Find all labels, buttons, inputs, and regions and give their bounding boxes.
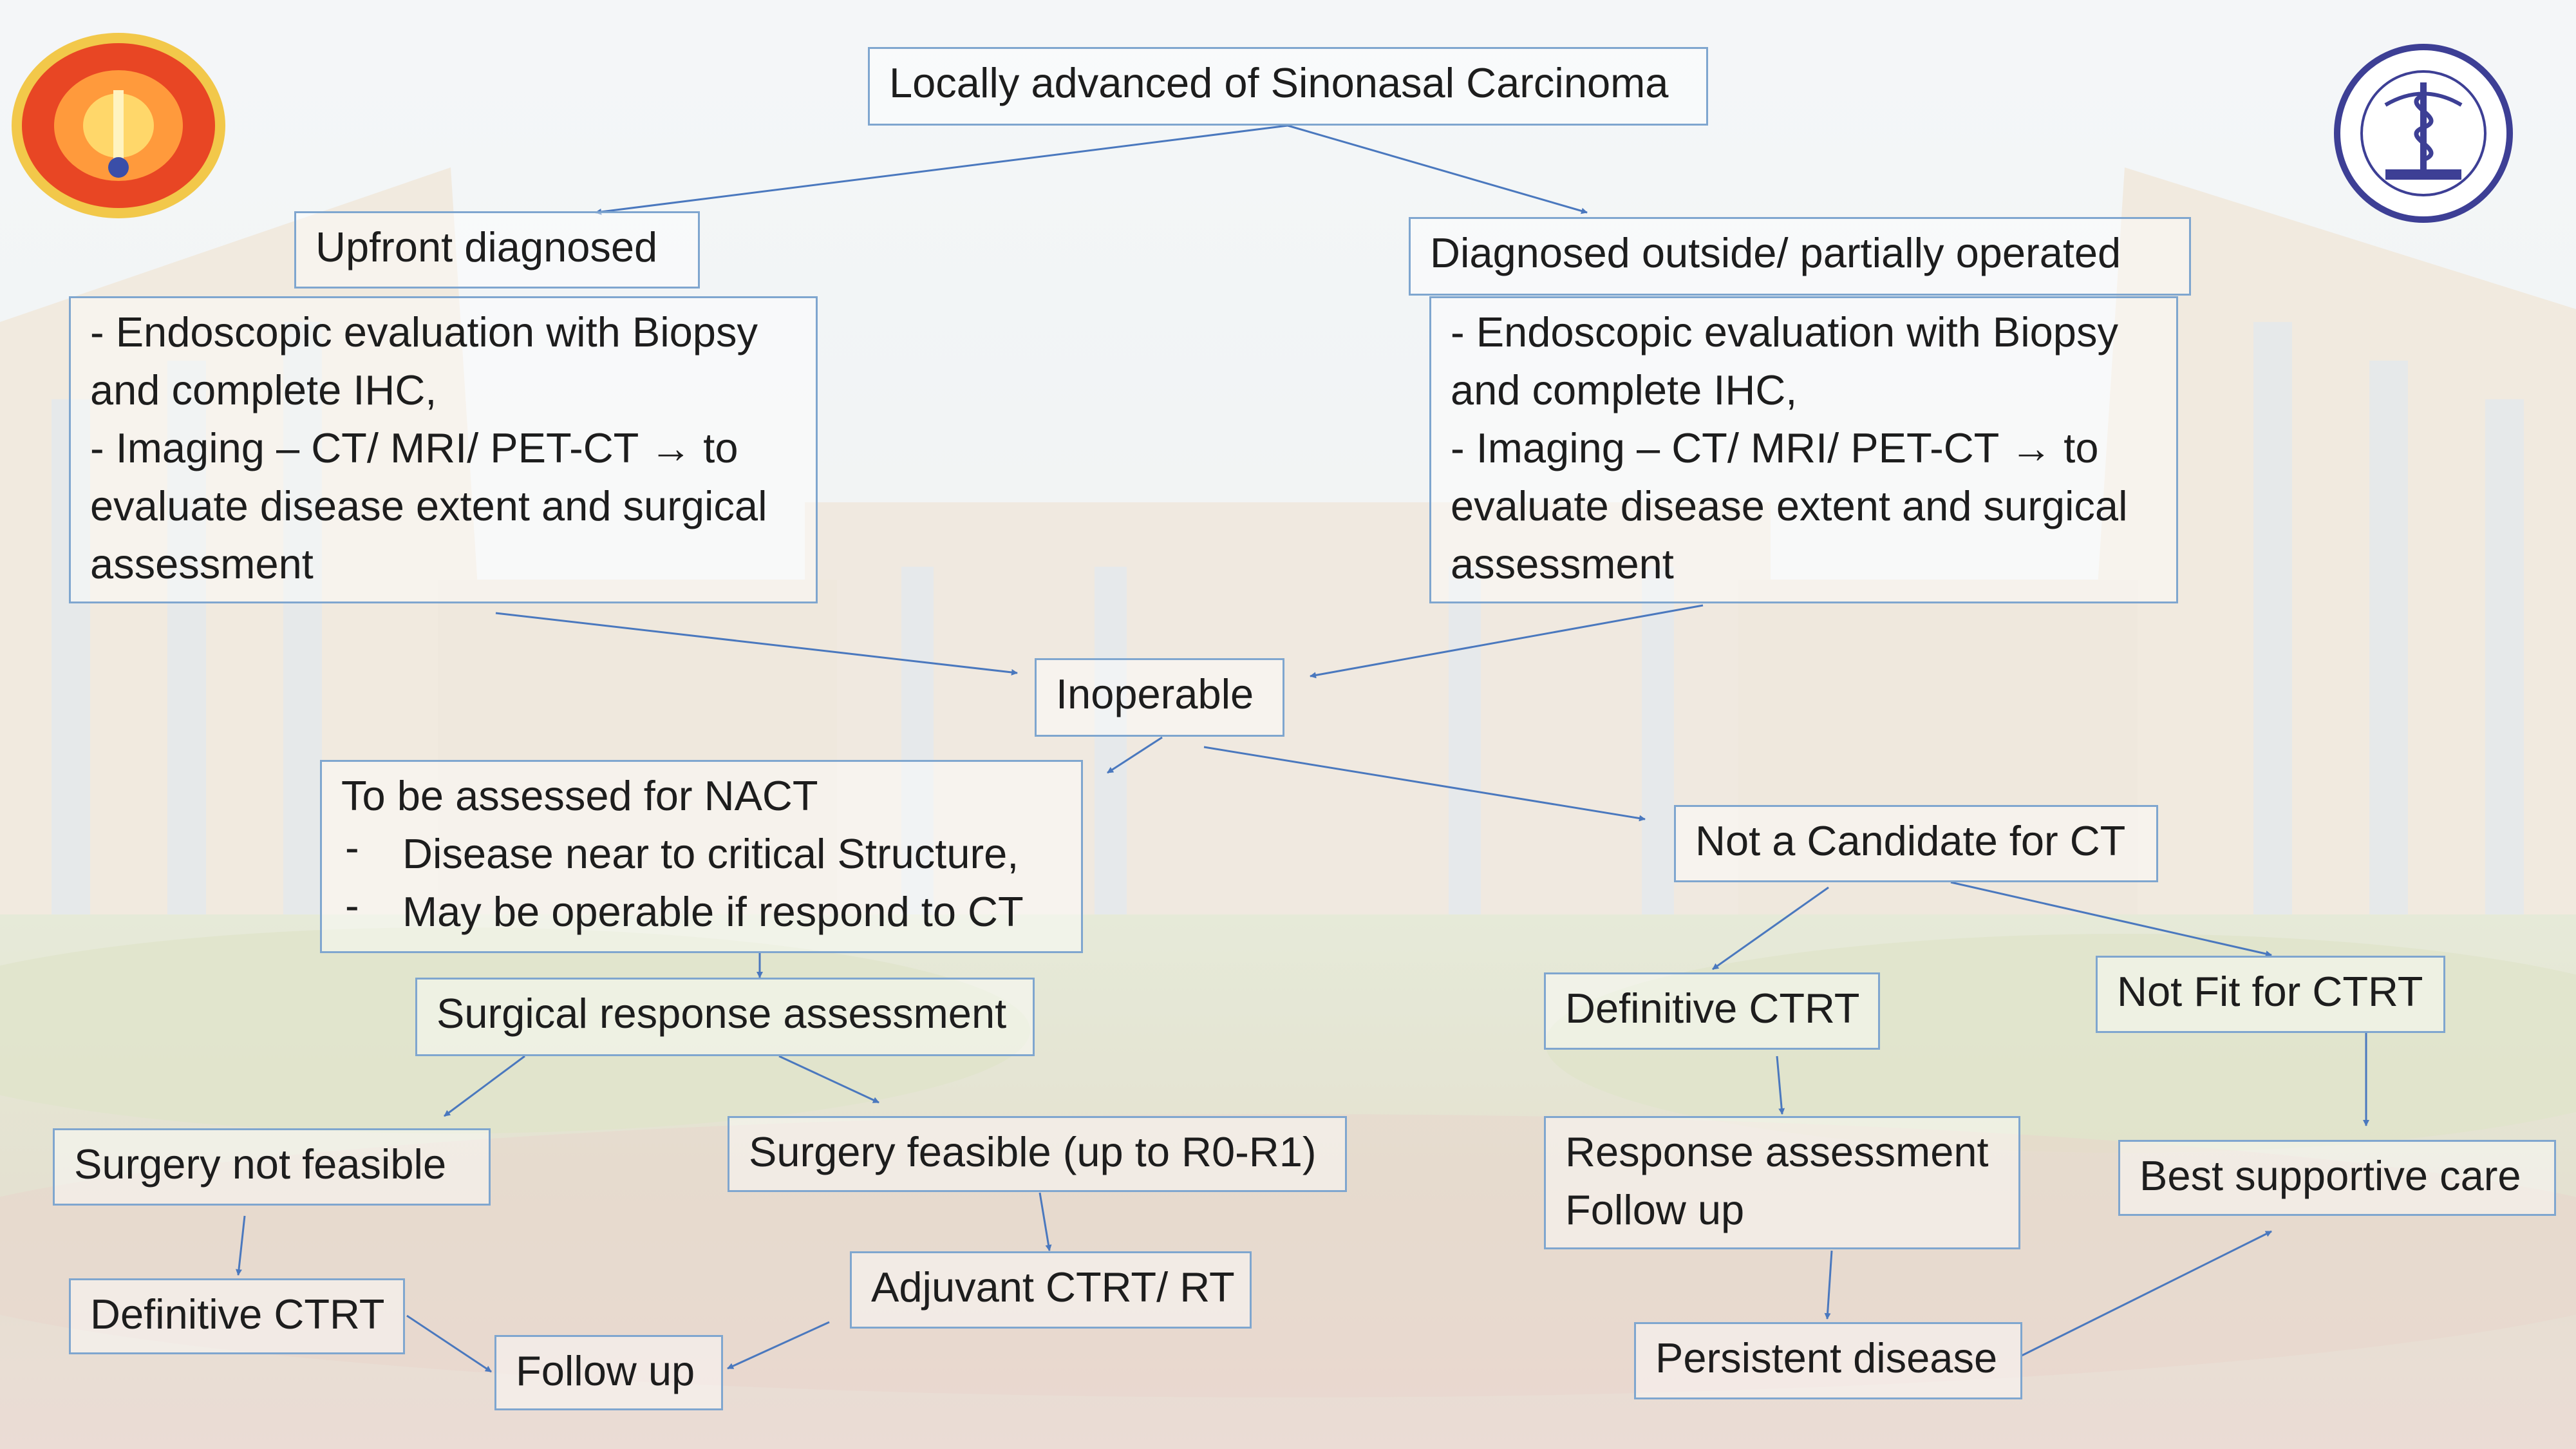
nact-item-2: May be operable if respond to CT <box>341 876 1062 941</box>
arrow-response-to-persistent <box>1824 1250 1833 1320</box>
upfront-diagnosed-node: Upfront diagnosed <box>294 211 700 289</box>
workup-left-line4: evaluate disease extent and surgical <box>90 482 767 529</box>
arrow-definitive-ctrt-to-follow-up <box>406 1314 492 1373</box>
response-assessment-line2: Follow up <box>1565 1186 1745 1233</box>
arrow-root-to-outside <box>1287 124 1588 214</box>
workup-right-line5: assessment <box>1451 540 1674 587</box>
workup-left-line5: assessment <box>90 540 314 587</box>
nact-item-1: Disease near to critical Structure, <box>341 819 1062 883</box>
arrow-not-feasible-to-definitive-ctrt <box>236 1215 246 1276</box>
arrow-surgical-response-to-feasible <box>778 1055 879 1104</box>
arrow-root-to-upfront <box>595 124 1288 215</box>
persistent-disease-node: Persistent disease <box>1634 1322 2022 1399</box>
arrow-not-candidate-to-not-fit <box>1950 881 2272 957</box>
not-candidate-ct-node: Not a Candidate for CT <box>1674 805 2158 882</box>
arrow-workup-right-to-inoperable <box>1310 604 1704 679</box>
inoperable-node: Inoperable <box>1035 658 1284 737</box>
follow-up-node: Follow up <box>494 1335 723 1410</box>
best-supportive-care-node: Best supportive care <box>2118 1140 2556 1216</box>
definitive-ctrt-left-node: Definitive CTRT <box>69 1278 405 1354</box>
workup-left-line2: and complete IHC, <box>90 366 437 413</box>
arrow-workup-left-to-inoperable <box>495 612 1018 676</box>
diagnosed-outside-node: Diagnosed outside/ partially operated <box>1409 217 2191 296</box>
not-fit-ctrt-node: Not Fit for CTRT <box>2096 956 2445 1033</box>
arrow-not-candidate-to-definitive-ctrt <box>1712 886 1829 971</box>
workup-right-line1: - Endoscopic evaluation with Biopsy <box>1451 308 2118 355</box>
right-seal-logo <box>2334 44 2513 223</box>
arrow-inoperable-to-not-candidate <box>1203 746 1646 822</box>
workup-left-node: - Endoscopic evaluation with Biopsy and … <box>69 296 818 603</box>
workup-right-line4: evaluate disease extent and surgical <box>1451 482 2128 529</box>
adjuvant-ctrt-rt-node: Adjuvant CTRT/ RT <box>850 1251 1252 1329</box>
arrow-feasible-to-adjuvant <box>1039 1192 1052 1251</box>
response-assessment-node: Response assessment Follow up <box>1544 1116 2020 1249</box>
surgery-feasible-node: Surgery feasible (up to R0-R1) <box>728 1116 1347 1192</box>
arrow-surgical-response-to-not-feasible <box>444 1055 525 1117</box>
root-node: Locally advanced of Sinonasal Carcinoma <box>868 47 1708 126</box>
nact-node: To be assessed for NACT Disease near to … <box>320 760 1083 953</box>
surgical-response-node: Surgical response assessment <box>415 978 1035 1056</box>
arrow-definitive-ctrt-to-response <box>1776 1056 1785 1115</box>
arrow-inoperable-to-nact <box>1107 736 1163 774</box>
workup-right-line2: and complete IHC, <box>1451 366 1798 413</box>
arrow-persistent-to-best-care <box>2021 1230 2272 1357</box>
left-seal-logo <box>12 33 225 218</box>
workup-right-line3: - Imaging – CT/ MRI/ PET-CT → to <box>1451 424 2099 471</box>
workup-left-line3: - Imaging – CT/ MRI/ PET-CT → to <box>90 424 738 471</box>
definitive-ctrt-right-node: Definitive CTRT <box>1544 972 1880 1050</box>
arrow-adjuvant-to-follow-up <box>727 1321 830 1370</box>
response-assessment-line1: Response assessment <box>1565 1128 1989 1175</box>
workup-right-node: - Endoscopic evaluation with Biopsy and … <box>1429 296 2178 603</box>
workup-left-line1: - Endoscopic evaluation with Biopsy <box>90 308 758 355</box>
nact-title: To be assessed for NACT <box>341 772 818 819</box>
surgery-not-feasible-node: Surgery not feasible <box>53 1128 491 1206</box>
